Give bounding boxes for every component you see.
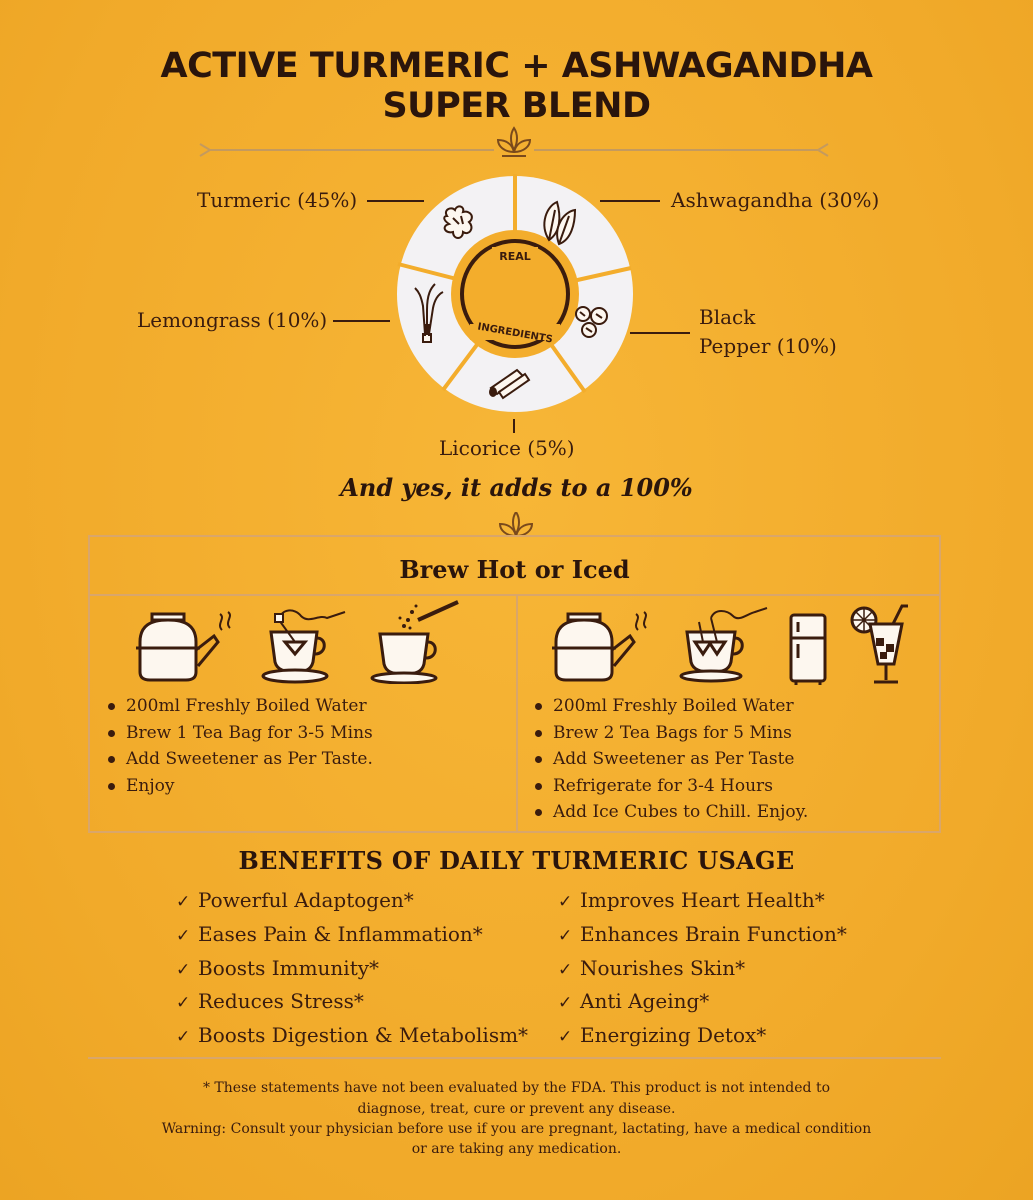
leaf-emblem-icon [498,512,534,538]
list-item: 200ml Freshly Boiled Water [106,693,373,720]
disclaimer-line-2: diagnose, treat, cure or prevent any dis… [357,1101,676,1117]
peppercorns-icon [575,306,608,338]
list-item: ✓Enhances Brain Function* [558,919,847,953]
product-title-line-2: SUPER BLEND [382,86,651,126]
checkmark-icon: ✓ [176,959,191,980]
benefits-list-left: ✓Powerful Adaptogen* ✓Eases Pain & Infla… [176,885,528,1054]
checkmark-icon: ✓ [558,993,573,1014]
iced-brew-steps: 200ml Freshly Boiled Water Brew 2 Tea Ba… [533,693,808,826]
list-item: ✓Energizing Detox* [558,1020,847,1054]
checkmark-icon: ✓ [558,892,573,912]
ornament-divider-top [199,126,829,157]
cinnamon-sticks-icon [489,368,531,400]
checkmark-icon: ✓ [558,1027,573,1048]
checkmark-icon: ✓ [176,993,191,1014]
refrigerator-icon [789,613,827,685]
list-item: 200ml Freshly Boiled Water [533,693,808,720]
leaves-icon [543,200,577,246]
lemongrass-icon [414,283,444,343]
list-item: Add Sweetener as Per Taste [533,746,808,773]
list-item: ✓Powerful Adaptogen* [176,885,528,919]
kettle-icon [552,611,647,682]
warning-line-1: Warning: Consult your physician before u… [161,1121,872,1137]
list-item: Brew 1 Tea Bag for 3-5 Mins [106,720,373,747]
black-pepper-label-1: Black [699,305,756,329]
iced-drink-icon [850,604,908,684]
list-item: ✓Improves Heart Health* [558,885,847,919]
turmeric-label: Turmeric (45%) [197,188,358,212]
list-item: ✓Boosts Digestion & Metabolism* [176,1020,528,1054]
benefits-heading: BENEFITS OF DAILY TURMERIC USAGE [238,846,795,875]
list-item: ✓Nourishes Skin* [558,953,847,987]
sweetener-cup-icon [370,600,459,684]
ashwagandha-label: Ashwagandha (30%) [671,188,880,212]
ashwagandha-leader-line [600,200,660,202]
product-title-line-1: ACTIVE TURMERIC + ASHWAGANDHA [160,46,873,86]
list-item: Enjoy [106,773,373,800]
disclaimer-line-1: * These statements have not been evaluat… [202,1080,830,1096]
brew-column-divider [516,594,518,831]
kettle-icon [136,611,231,682]
teabag-cup-icon [679,607,768,683]
brew-heading: Brew Hot or Iced [90,537,939,596]
lemongrass-label: Lemongrass (10%) [137,308,328,332]
list-item: ✓Anti Ageing* [558,986,847,1020]
warning-line-2: or are taking any medication. [411,1141,622,1157]
wheel-center-top-text: REAL [499,250,531,263]
licorice-leader-line [513,419,515,433]
checkmark-icon: ✓ [558,959,573,980]
list-item: ✓Reduces Stress* [176,986,528,1020]
leaf-emblem-icon [496,126,532,157]
black-pepper-label-2: Pepper (10%) [699,334,837,358]
divider-line [88,1057,941,1059]
black-pepper-leader-line [630,332,690,334]
list-item: Add Ice Cubes to Chill. Enjoy. [533,799,808,826]
ingredient-wheel: REAL INGREDIENTS [397,174,633,412]
benefits-list-right: ✓Improves Heart Health* ✓Enhances Brain … [558,885,847,1054]
ginger-icon [443,205,473,239]
list-item: Add Sweetener as Per Taste. [106,746,373,773]
list-item: Refrigerate for 3-4 Hours [533,773,808,800]
list-item: Brew 2 Tea Bags for 5 Mins [533,720,808,747]
lemongrass-leader-line [333,320,390,322]
tagline: And yes, it adds to a 100% [340,473,693,502]
list-item: ✓Boosts Immunity* [176,953,528,987]
licorice-label: Licorice (5%) [439,436,575,460]
list-item: ✓Eases Pain & Inflammation* [176,919,528,953]
checkmark-icon: ✓ [176,892,191,912]
brew-instructions-box: Brew Hot or Iced [88,535,941,833]
ornament-leaf-middle [498,512,534,538]
checkmark-icon: ✓ [176,1027,191,1048]
turmeric-leader-line [367,200,424,202]
hot-brew-steps: 200ml Freshly Boiled Water Brew 1 Tea Ba… [106,693,373,799]
checkmark-icon: ✓ [558,925,573,946]
teabag-cup-icon [261,609,346,684]
checkmark-icon: ✓ [176,925,191,946]
